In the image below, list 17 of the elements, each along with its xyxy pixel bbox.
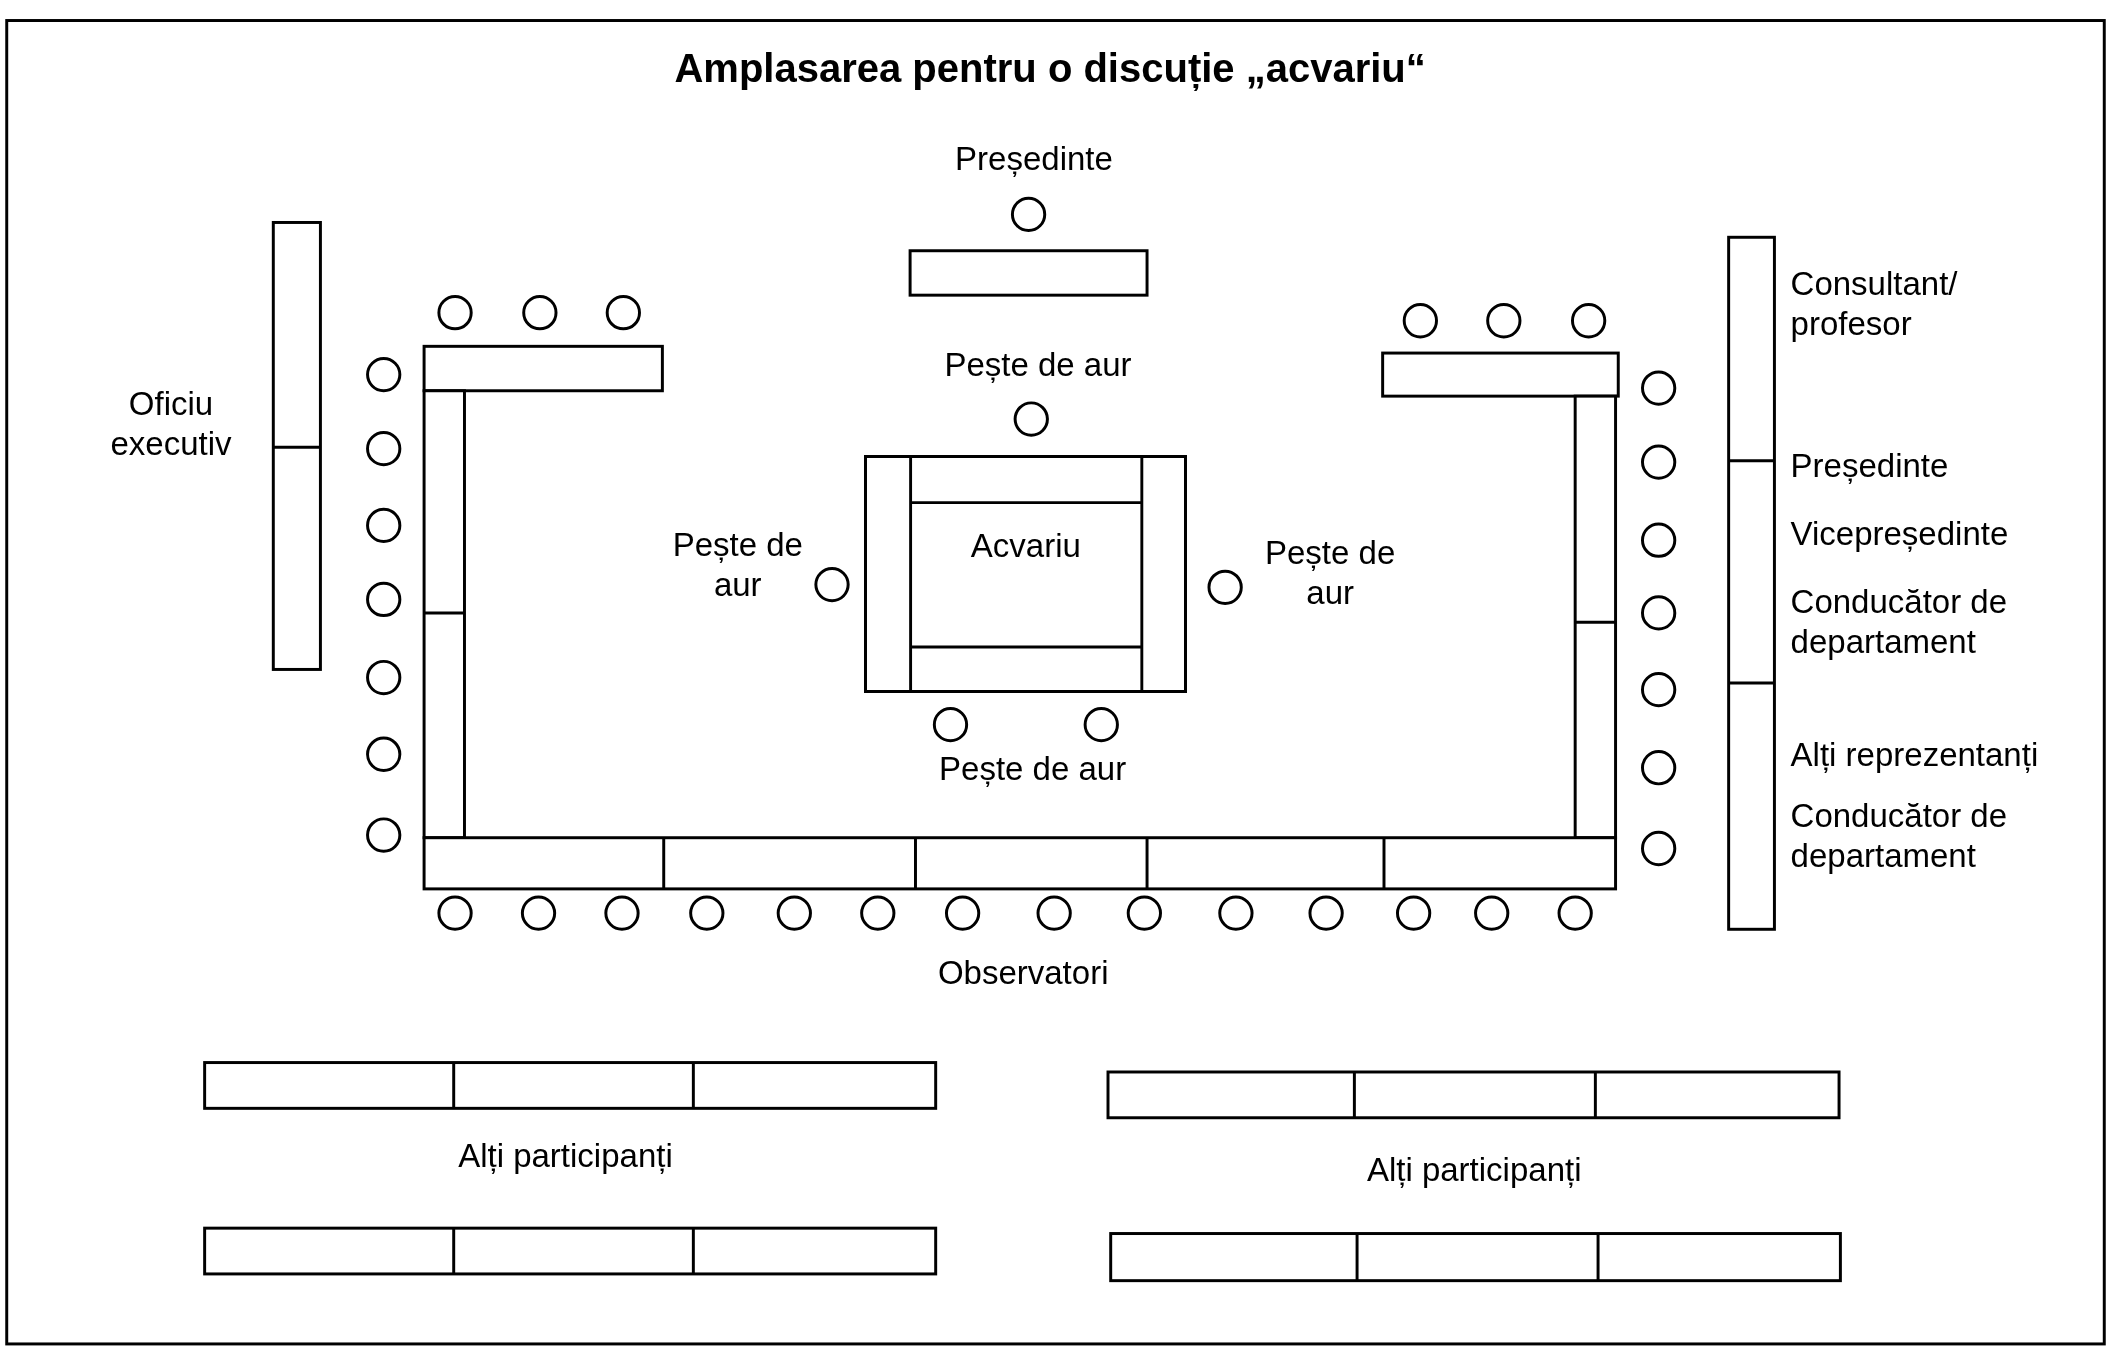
area-label: Conducător de departament <box>1790 581 2009 662</box>
area-label: Pește de aur <box>1264 533 1397 614</box>
area-label: Oficiu executiv <box>109 383 233 464</box>
area-label: Pește de aur <box>671 525 804 606</box>
area-label: Președinte <box>955 138 1113 179</box>
area-label: Pește de aur <box>944 344 1132 385</box>
area-label: Alți participanți <box>1366 1149 1582 1190</box>
area-label: Conducător de departament <box>1790 795 2009 876</box>
diagram-title: Amplasarea pentru o discuție „acvariu“ <box>674 45 1426 93</box>
area-label: Consultant/ profesor <box>1790 263 1959 344</box>
area-label: Vicepreședinte <box>1790 514 2009 555</box>
aquarium-table <box>864 455 1188 694</box>
area-label: Alți reprezentanți <box>1790 735 2039 776</box>
area-label: Președinte <box>1790 445 1949 486</box>
area-label: Observatori <box>937 953 1109 994</box>
area-label: Pește de aur <box>939 748 1127 789</box>
area-label: Alți participanți <box>458 1136 673 1177</box>
